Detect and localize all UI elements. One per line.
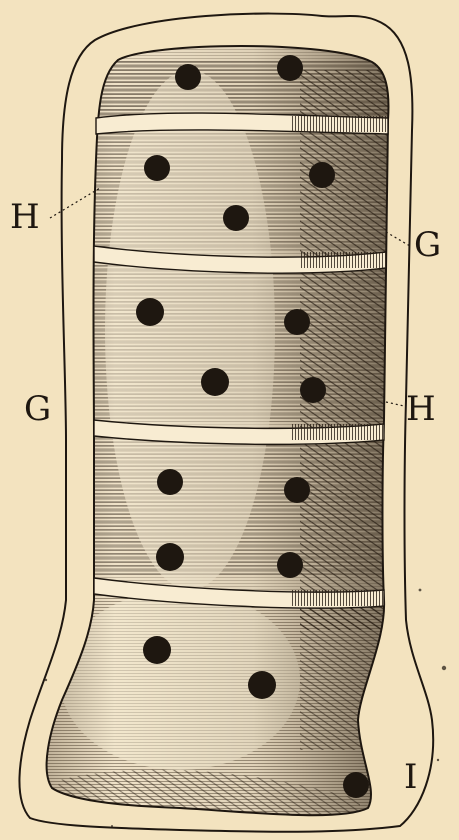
label-g-left: G [24,392,51,426]
spot [144,155,170,181]
spot [223,205,249,231]
spot [248,671,276,699]
spot [136,298,164,326]
spot [309,162,335,188]
spot [156,543,184,571]
spot [201,368,229,396]
label-i-bottom: I [404,760,417,794]
spot [343,772,369,798]
label-h-right: H [406,392,436,426]
spot [143,636,171,664]
spot [157,469,183,495]
label-g-right: G [414,228,441,262]
spot [300,377,326,403]
spot [277,552,303,578]
spot [284,309,310,335]
spot [284,477,310,503]
spot [175,64,201,90]
label-h-left: H [10,200,40,234]
spot [277,55,303,81]
